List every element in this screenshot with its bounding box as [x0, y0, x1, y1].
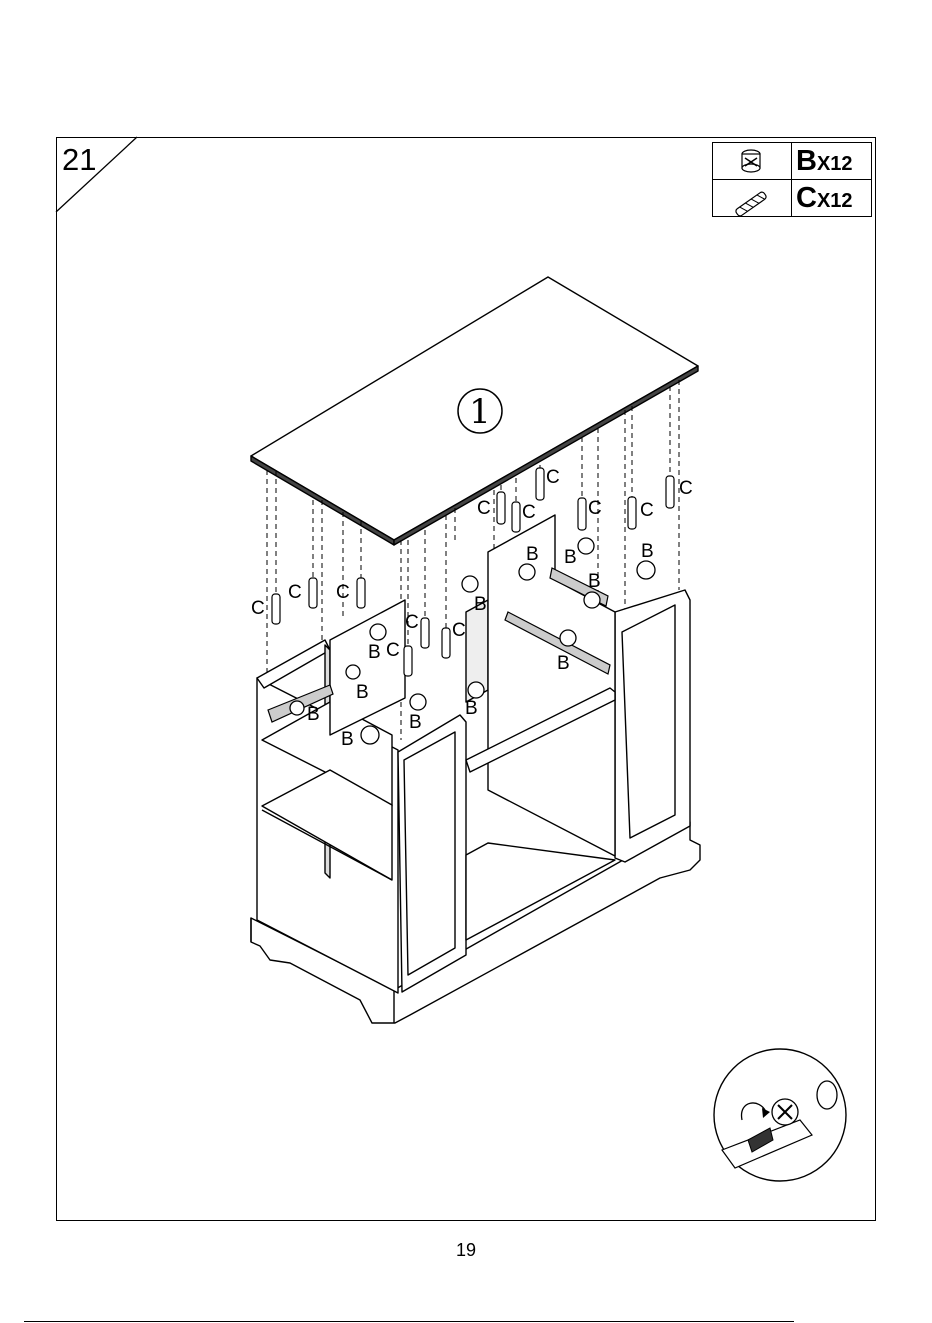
parts-row: BX12	[713, 143, 872, 180]
cam-lock	[519, 564, 535, 580]
label-c: C	[452, 620, 466, 641]
detail-inset	[714, 1049, 846, 1181]
dowel	[578, 498, 586, 530]
label-b: B	[588, 571, 601, 592]
cam-lock	[346, 665, 360, 679]
dowel	[421, 618, 429, 648]
cam-lock	[637, 561, 655, 579]
step-number: 21	[62, 142, 96, 178]
part-quantity: X12	[817, 190, 853, 212]
label-b: B	[526, 544, 539, 565]
dowel	[666, 476, 674, 508]
label-b: B	[409, 712, 422, 733]
dowel	[442, 628, 450, 658]
dowel	[272, 594, 280, 624]
cam-lock	[578, 538, 594, 554]
label-b: B	[368, 642, 381, 663]
label-b: B	[356, 682, 369, 703]
label-c: C	[477, 498, 491, 519]
part-qty-cell: CX12	[792, 180, 872, 217]
footer-rule	[24, 1321, 794, 1322]
cam-lock	[560, 630, 576, 646]
label-c: C	[336, 582, 350, 603]
dowel	[628, 497, 636, 529]
cam-lock	[370, 624, 386, 640]
panel-number: 1	[469, 392, 491, 432]
part-letter: C	[796, 182, 817, 214]
label-c: C	[679, 478, 693, 499]
dowel	[357, 578, 365, 608]
part-icon-cell	[713, 143, 792, 180]
label-b: B	[564, 547, 577, 568]
part-qty-cell: BX12	[792, 143, 872, 180]
part-icon-cell	[713, 180, 792, 217]
parts-row: CX12	[713, 180, 872, 217]
label-b: B	[474, 594, 487, 615]
label-c: C	[522, 502, 536, 523]
label-c: C	[405, 612, 419, 633]
page-number: 19	[0, 1240, 932, 1261]
label-b: B	[465, 698, 478, 719]
label-b: B	[307, 704, 320, 725]
cam-lock	[584, 592, 600, 608]
label-b: B	[557, 653, 570, 674]
parts-table: BX12 CX12	[712, 142, 872, 217]
cam-lock	[410, 694, 426, 710]
label-c: C	[588, 498, 602, 519]
part-letter: B	[796, 145, 817, 177]
cam-lock	[468, 682, 484, 698]
label-c: C	[288, 582, 302, 603]
part-quantity: X12	[817, 153, 853, 175]
label-c: C	[386, 640, 400, 661]
dowel	[512, 502, 520, 532]
cam-lock	[361, 726, 379, 744]
dowel	[309, 578, 317, 608]
dowel	[536, 468, 544, 500]
cabinet-body	[251, 515, 700, 1023]
cam-lock	[462, 576, 478, 592]
label-b: B	[341, 729, 354, 750]
dowel	[497, 492, 505, 524]
dowel	[404, 646, 412, 676]
label-c: C	[640, 500, 654, 521]
cam-lock	[290, 701, 304, 715]
label-c: C	[546, 467, 560, 488]
label-b: B	[641, 541, 654, 562]
label-c: C	[251, 598, 265, 619]
